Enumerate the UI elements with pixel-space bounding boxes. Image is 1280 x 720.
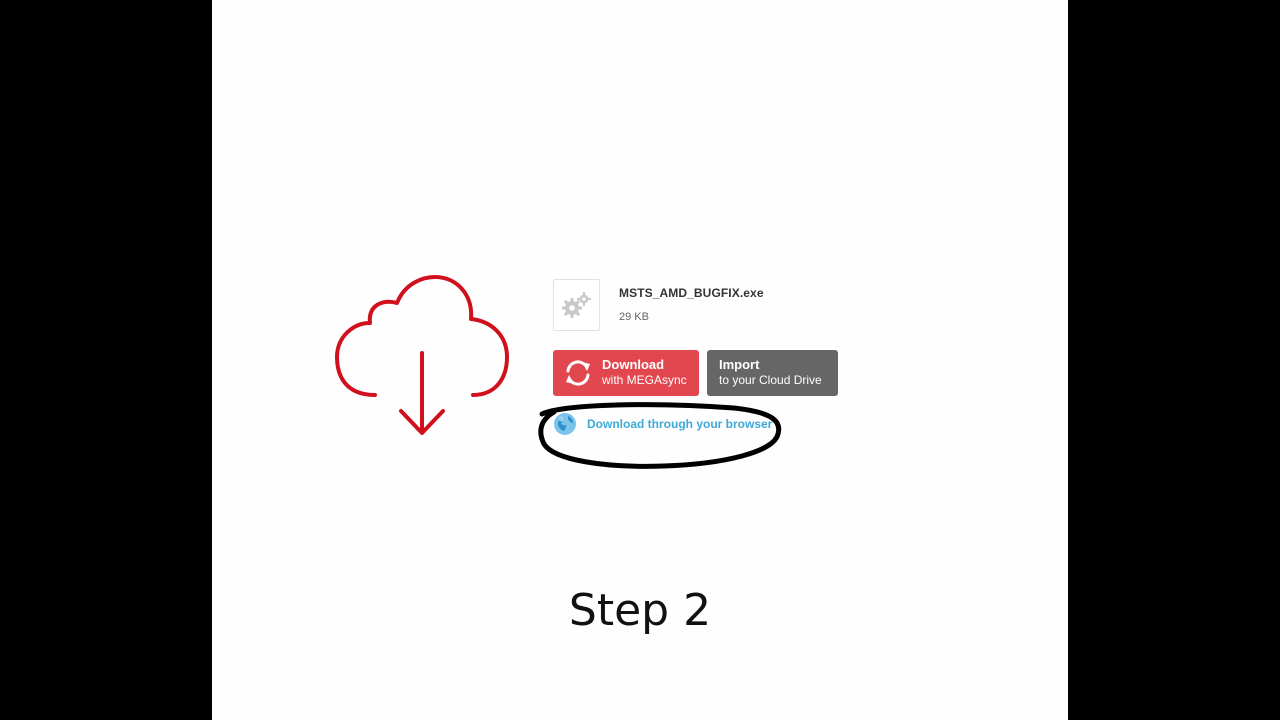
download-button-title: Download (602, 357, 665, 372)
import-button-subtitle: to your Cloud Drive (719, 373, 822, 387)
globe-icon (554, 413, 576, 435)
file-size: 29 KB (619, 311, 649, 323)
cloud-download-icon (335, 275, 509, 435)
gear-file-icon (553, 279, 600, 331)
download-with-megasync-button[interactable]: Download with MEGAsync (553, 350, 699, 396)
sync-icon (566, 360, 590, 386)
import-to-cloud-drive-button[interactable]: Import to your Cloud Drive (707, 350, 838, 396)
import-button-title: Import (719, 357, 760, 372)
download-button-subtitle: with MEGAsync (602, 373, 687, 387)
file-name: MSTS_AMD_BUGFIX.exe (619, 286, 764, 300)
step-caption: Step 2 (568, 585, 712, 636)
download-through-browser-label: Download through your browser (587, 417, 773, 431)
